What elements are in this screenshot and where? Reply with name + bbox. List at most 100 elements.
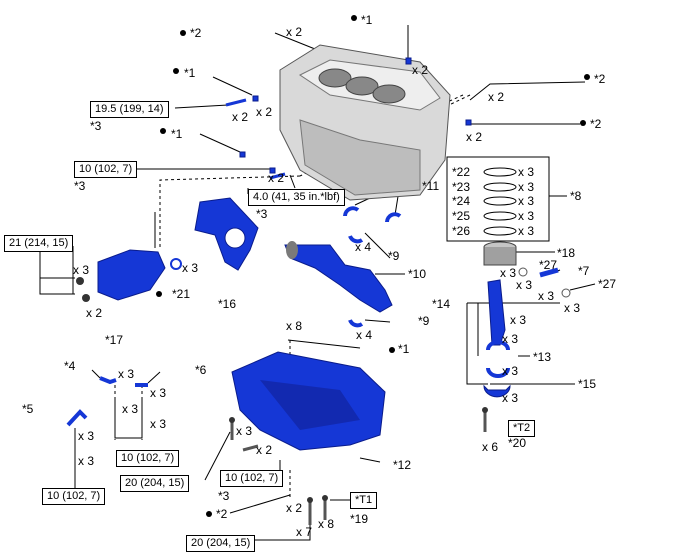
label-ref14: *14 (432, 297, 451, 311)
label-ref19: *19 (350, 512, 369, 526)
label-ref11: *11 (422, 179, 440, 193)
label-ring26: *26 (452, 224, 471, 238)
label-ref2-top: *2 (190, 26, 202, 40)
leader-left-bracket (114, 400, 143, 439)
bearing-shells (343, 206, 402, 328)
label-ref2-right-b: *2 (590, 117, 602, 131)
label-qty-x2-c: x 2 (256, 105, 273, 119)
leader-1-b (199, 133, 241, 153)
label-ref2-low: *2 (216, 507, 228, 521)
leader-20-a (204, 431, 231, 481)
label-qty-x3-4: x 3 (118, 367, 135, 381)
connecting-rod-part (482, 279, 511, 432)
label-qty-x2-g: x 2 (268, 171, 285, 185)
snap-ring-b (561, 288, 571, 298)
small-brackets (66, 376, 148, 427)
label-qty-x3-17: x 3 (73, 263, 90, 277)
label-qty-x3-p3: x 3 (538, 289, 555, 303)
leader-1-low (287, 339, 361, 349)
oil-pump-part (76, 249, 166, 302)
leader-9-a (364, 232, 391, 259)
label-qty-x3-p1: x 3 (500, 266, 517, 280)
leader-14-b (466, 303, 488, 385)
label-ref9-a: *9 (388, 249, 400, 263)
label-ref1-b: *1 (171, 127, 183, 141)
label-ref13: *13 (533, 350, 552, 364)
piston-rings (483, 167, 517, 236)
label-qty-x4-a: x 4 (355, 240, 372, 254)
label-qty-x7: x 7 (296, 525, 313, 539)
label-ring-qty-25: x 3 (518, 209, 535, 223)
snap-ring-a (518, 267, 528, 277)
piston-part (483, 241, 517, 266)
label-ref1-low: *1 (398, 342, 410, 356)
torque-10-low: 10 (102, 7) (42, 488, 106, 505)
label-qty-x2-a: x 2 (286, 25, 303, 39)
label-qty-x2-pan: x 2 (256, 443, 273, 457)
label-ring-qty-24: x 3 (518, 194, 535, 208)
leader-1-a (212, 76, 253, 96)
torque-20-b: 20 (204, 15) (186, 535, 256, 552)
label-ref21: *21 (172, 287, 191, 301)
label-qty-x2-d: x 2 (232, 110, 249, 124)
label-ref9-b: *9 (418, 314, 430, 328)
dot-21 (156, 291, 162, 297)
torque-T1: *T1 (350, 492, 378, 509)
label-qty-x6: x 6 (482, 440, 499, 454)
label-qty-x2-17: x 2 (86, 306, 103, 320)
label-ref2-right-a: *2 (594, 72, 606, 86)
label-qty-x3-21: x 3 (182, 261, 199, 275)
label-ref27-a: *27 (539, 258, 558, 272)
torque-10-pan: 10 (102, 7) (220, 470, 284, 487)
label-ref12: *12 (393, 458, 412, 472)
torque-T2: *T2 (508, 420, 536, 437)
cylinder-block (279, 44, 451, 201)
label-qty-x2-f: x 2 (466, 130, 483, 144)
dot-1-low (389, 347, 395, 353)
label-ref5: *5 (22, 402, 34, 416)
label-ref3-c: *3 (256, 207, 268, 221)
pan-bolt-heads (229, 417, 328, 503)
label-qty-x2-b: x 2 (412, 63, 429, 77)
torque-21: 21 (214, 15) (4, 235, 74, 252)
label-ref7: *7 (578, 264, 590, 278)
label-qty-x8-low: x 8 (318, 517, 335, 531)
leader-27-b (569, 283, 596, 291)
label-ref6: *6 (195, 363, 207, 377)
label-qty-x3-p4: x 3 (564, 301, 581, 315)
label-ref18: *18 (557, 246, 576, 260)
label-ref1-top: *1 (361, 13, 373, 27)
crankshaft-part (284, 241, 393, 313)
label-qty-x3-6: x 3 (150, 386, 167, 400)
dot-2-low (206, 511, 212, 517)
label-qty-x3-l2: x 3 (150, 417, 167, 431)
leader-9-b (364, 319, 391, 323)
dot-2-top (180, 30, 186, 36)
label-ring23: *23 (452, 180, 471, 194)
label-qty-x3-b1: x 3 (502, 332, 519, 346)
label-qty-x2-e: x 2 (488, 90, 505, 104)
leader-20-b (255, 520, 311, 541)
dot-1-a (173, 68, 179, 74)
label-ref3-low: *3 (218, 489, 230, 503)
label-ref8: *8 (570, 189, 582, 203)
leader-4-0 (289, 174, 296, 189)
label-ref15: *15 (578, 377, 597, 391)
label-ring22: *22 (452, 165, 471, 179)
leader-21 (39, 250, 75, 295)
label-ref27-b: *27 (598, 277, 617, 291)
label-ref4: *4 (64, 359, 76, 373)
leader-4-6 (91, 369, 161, 384)
pan-bolts (230, 420, 327, 525)
label-ring-qty-22: x 3 (518, 165, 535, 179)
label-qty-x3-pan: x 3 (236, 424, 253, 438)
leader-2-right-a (469, 81, 586, 101)
torque-19-5: 19.5 (199, 14) (90, 101, 169, 118)
dot-1-b (160, 128, 166, 134)
leader-2-low (229, 494, 291, 514)
torque-10-left: 10 (102, 7) (116, 450, 180, 467)
dot-2-right-a (584, 74, 590, 80)
label-ring25: *25 (452, 209, 471, 223)
piston-pin (539, 267, 559, 278)
